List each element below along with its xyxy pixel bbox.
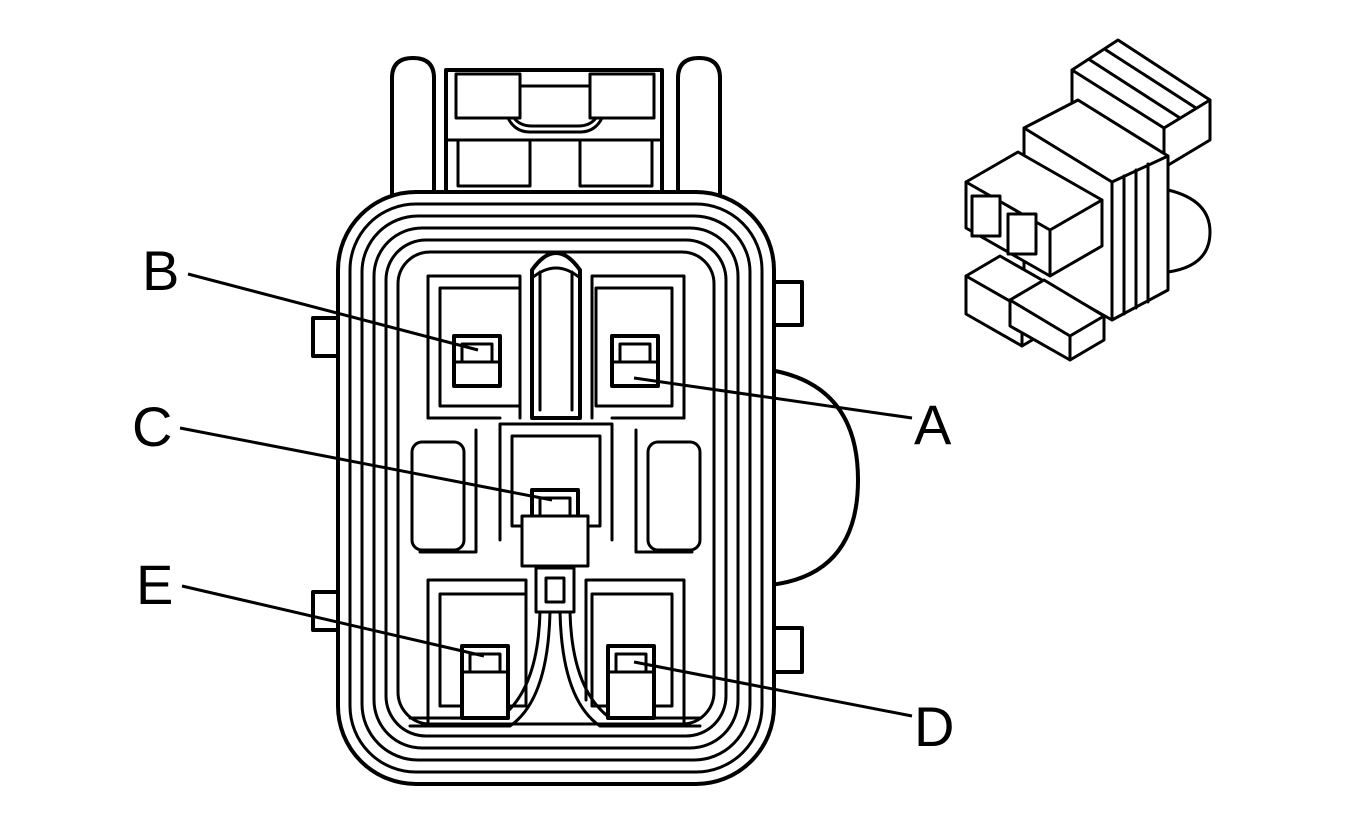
leader-line-a [633,376,913,420]
leader-line-d [633,660,913,718]
pin-label-e: E [136,553,173,616]
terminal-c [520,488,590,568]
terminal-b [452,334,502,388]
connector-top-latch [390,56,722,207]
pin-label-a: A [914,393,952,456]
connector-cavity-walls [408,251,702,728]
pin-label-c: C [132,395,172,458]
connector-side-bulge [768,368,860,587]
leader-line-b [187,272,479,352]
leader-line-e [181,584,485,658]
pin-label-d: D [914,695,954,758]
connector-isometric-view [964,38,1212,362]
connector-mounting-tabs [311,280,804,674]
pin-label-b: B [142,239,179,302]
leader-line-c [179,426,553,502]
terminal-e [460,644,510,720]
terminal-d [606,644,656,720]
